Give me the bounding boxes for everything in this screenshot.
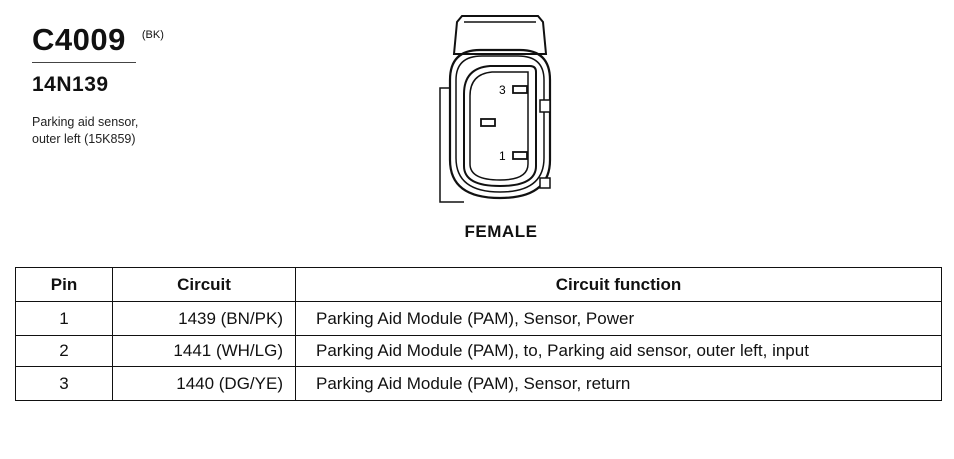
pin-label-1: 1 <box>499 149 506 163</box>
connector-color-code: (BK) <box>141 29 164 41</box>
connector-header: C4009 (BK) 14N139 Parking aid sensor, ou… <box>32 22 292 148</box>
connector-description: Parking aid sensor, outer left (15K859) <box>32 115 139 146</box>
function-cell: Parking Aid Module (PAM), to, Parking ai… <box>295 335 942 367</box>
table-header-row: Pin Circuit Circuit function <box>15 267 942 302</box>
connector-face-diagram: 3 1 <box>420 10 580 210</box>
pin-cell: 1 <box>15 301 113 336</box>
header-pin: Pin <box>15 267 113 302</box>
pin-table: Pin Circuit Circuit function 1 1439 (BN/… <box>15 267 942 401</box>
part-number: 14N139 <box>32 73 109 96</box>
connector-id-row: C4009 (BK) <box>32 22 164 58</box>
function-cell: Parking Aid Module (PAM), Sensor, Power <box>295 301 942 336</box>
pin-cell: 3 <box>15 366 113 401</box>
header-circuit: Circuit <box>112 267 296 302</box>
divider <box>32 62 136 63</box>
table-row: 1 1439 (BN/PK) Parking Aid Module (PAM),… <box>15 301 942 336</box>
connector-id: C4009 <box>32 22 126 57</box>
pin-label-3: 3 <box>499 83 506 97</box>
table-row: 3 1440 (DG/YE) Parking Aid Module (PAM),… <box>15 366 942 401</box>
circuit-cell: 1439 (BN/PK) <box>112 301 296 336</box>
header-circuit-function: Circuit function <box>295 267 942 302</box>
pin-cell: 2 <box>15 335 113 367</box>
connector-gender-label: FEMALE <box>464 222 538 241</box>
circuit-cell: 1441 (WH/LG) <box>112 335 296 367</box>
circuit-cell: 1440 (DG/YE) <box>112 366 296 401</box>
function-cell: Parking Aid Module (PAM), Sensor, return <box>295 366 942 401</box>
table-row: 2 1441 (WH/LG) Parking Aid Module (PAM),… <box>15 335 942 367</box>
